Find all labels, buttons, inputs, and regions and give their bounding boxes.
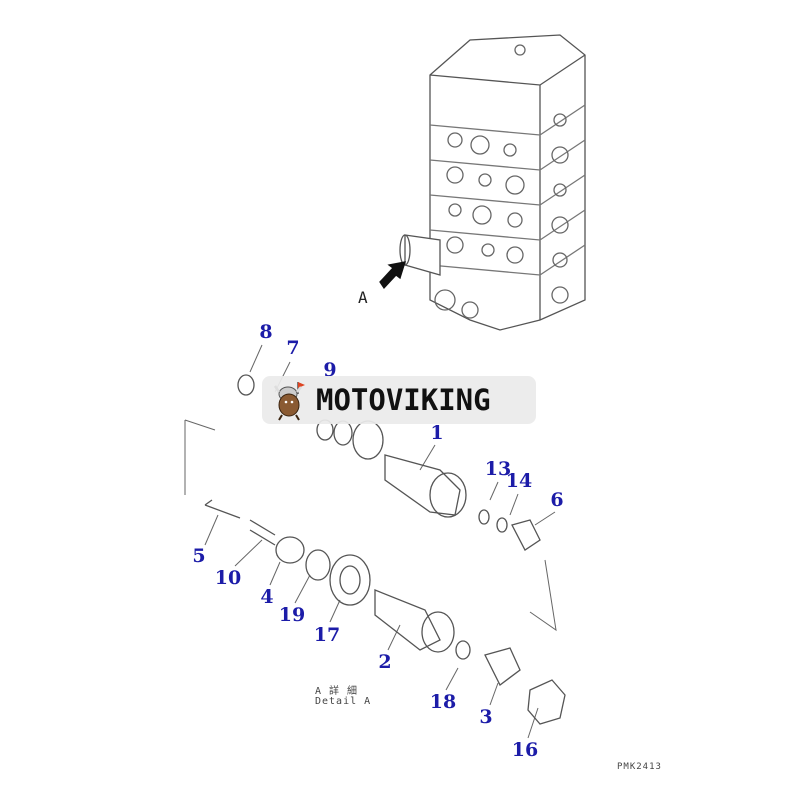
callout-14: 14 <box>505 470 533 492</box>
parts <box>204 374 566 725</box>
callout-17: 17 <box>313 624 341 646</box>
callout-19: 19 <box>278 604 306 626</box>
callout-2: 2 <box>378 651 392 673</box>
callout-16: 16 <box>511 739 539 761</box>
callout-4: 4 <box>260 586 274 608</box>
callout-10: 10 <box>214 567 242 589</box>
callout-3: 3 <box>479 706 493 728</box>
watermark-logo: MOTOVIKING <box>262 376 536 424</box>
callout-1: 1 <box>430 422 444 444</box>
view-marker-label: A <box>358 288 368 307</box>
control-valve-block <box>399 34 586 331</box>
callout-8: 8 <box>259 321 273 343</box>
watermark-brand-text: MOTOVIKING <box>316 383 491 417</box>
callout-7: 7 <box>286 337 300 359</box>
callout-5: 5 <box>192 545 206 567</box>
viking-mascot-icon <box>273 382 305 421</box>
drawing-code: PMK2413 <box>617 762 662 772</box>
callout-6: 6 <box>550 489 564 511</box>
detail-caption-en: Detail A <box>315 696 372 707</box>
detail-caption-jp: A 詳 細 <box>315 686 359 697</box>
callout-9: 9 <box>323 359 337 381</box>
callout-13: 13 <box>484 458 512 480</box>
callout-18: 18 <box>429 691 457 713</box>
view-arrow-icon <box>379 261 406 290</box>
leader-lines <box>184 344 557 739</box>
